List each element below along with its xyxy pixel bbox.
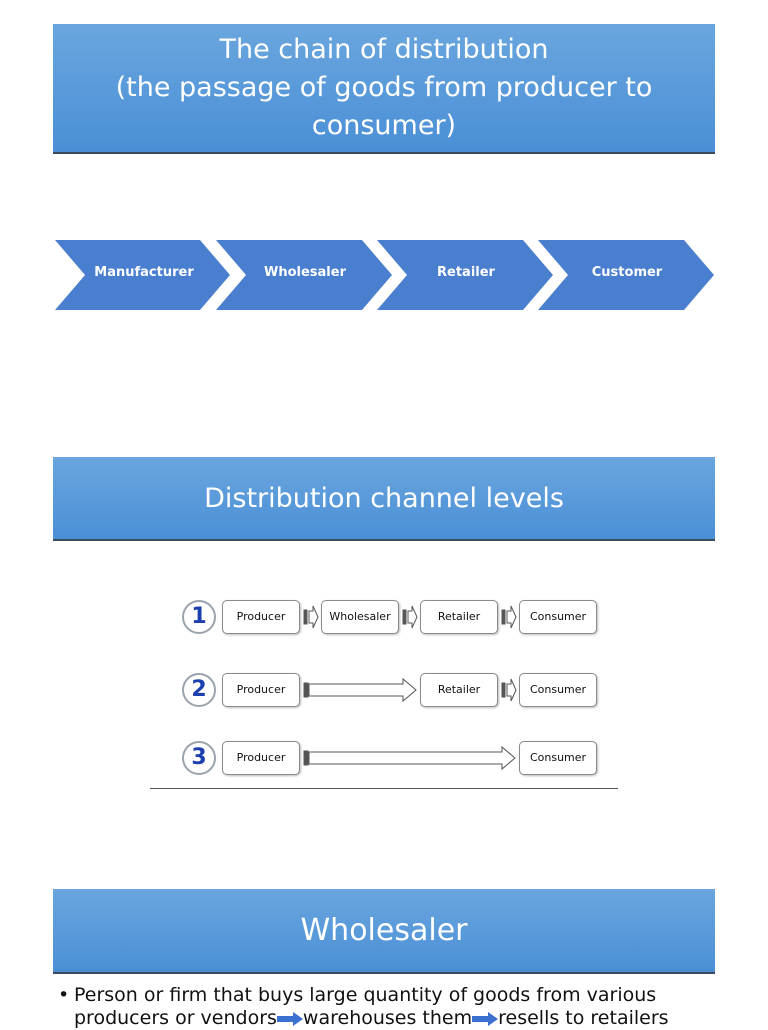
- level1-consumer: Consumer: [519, 600, 597, 634]
- level3-consumer: Consumer: [519, 741, 597, 775]
- chain-label-manufacturer: Manufacturer: [94, 265, 194, 280]
- chevron-customer: [538, 240, 714, 310]
- title-line-1: The chain of distribution: [219, 34, 549, 65]
- title-line-3: consumer): [311, 110, 457, 141]
- arrow-tail: [501, 682, 506, 698]
- bullet-text: Person or firm that buys large quantity …: [74, 984, 734, 1030]
- arrow-small-1a: [308, 605, 319, 629]
- bullet-line-1: Person or firm that buys large quantity …: [74, 984, 657, 1006]
- slide-title-channel-levels: Distribution channel levels: [53, 457, 715, 541]
- diagram-underline: [150, 788, 618, 789]
- bullet-part-b: warehouses them: [302, 1007, 473, 1029]
- level2-retailer: Retailer: [420, 673, 498, 707]
- arrow-tail: [402, 609, 407, 625]
- chevron-retailer: [377, 240, 553, 310]
- channel-levels-title: Distribution channel levels: [204, 482, 564, 514]
- arrow-small-1c: [506, 605, 517, 629]
- arrow-small-1b: [407, 605, 418, 629]
- level2-producer: Producer: [222, 673, 300, 707]
- slide-title-chain-of-distribution: The chain of distribution (the passage o…: [53, 24, 715, 154]
- level1-wholesaler: Wholesaler: [321, 600, 399, 634]
- arrow-long-2a: [308, 677, 417, 703]
- level-number-3: 3: [182, 741, 216, 775]
- right-arrow-icon: [276, 1011, 303, 1026]
- arrow-tail: [303, 750, 309, 766]
- level2-consumer: Consumer: [519, 673, 597, 707]
- chain-label-customer: Customer: [591, 265, 663, 280]
- slide-title-wholesaler: Wholesaler: [53, 889, 715, 974]
- level1-retailer: Retailer: [420, 600, 498, 634]
- chain-label-retailer: Retailer: [437, 265, 495, 280]
- level3-producer: Producer: [222, 741, 300, 775]
- wholesaler-title: Wholesaler: [300, 913, 468, 948]
- level1-producer: Producer: [222, 600, 300, 634]
- title-line-2: (the passage of goods from producer to: [115, 72, 653, 103]
- right-arrow-icon: [472, 1011, 499, 1026]
- chain-label-wholesaler: Wholesaler: [264, 265, 346, 280]
- arrow-tail: [303, 682, 309, 698]
- arrow-long-3a: [308, 745, 516, 771]
- arrow-tail: [501, 609, 506, 625]
- arrow-tail: [303, 609, 308, 625]
- bullet-part-a: producers or vendors: [74, 1007, 277, 1029]
- arrow-small-2b: [506, 678, 517, 702]
- chevron-manufacturer: [55, 240, 230, 310]
- bullet-line-2: producers or vendors warehouses them resel…: [74, 1007, 734, 1030]
- bullet-part-c: resells to retailers: [498, 1007, 669, 1029]
- level-number-1: 1: [182, 600, 216, 634]
- chevron-wholesaler: [216, 240, 392, 310]
- bullet-dot: •: [58, 984, 70, 1006]
- level-number-2: 2: [182, 673, 216, 707]
